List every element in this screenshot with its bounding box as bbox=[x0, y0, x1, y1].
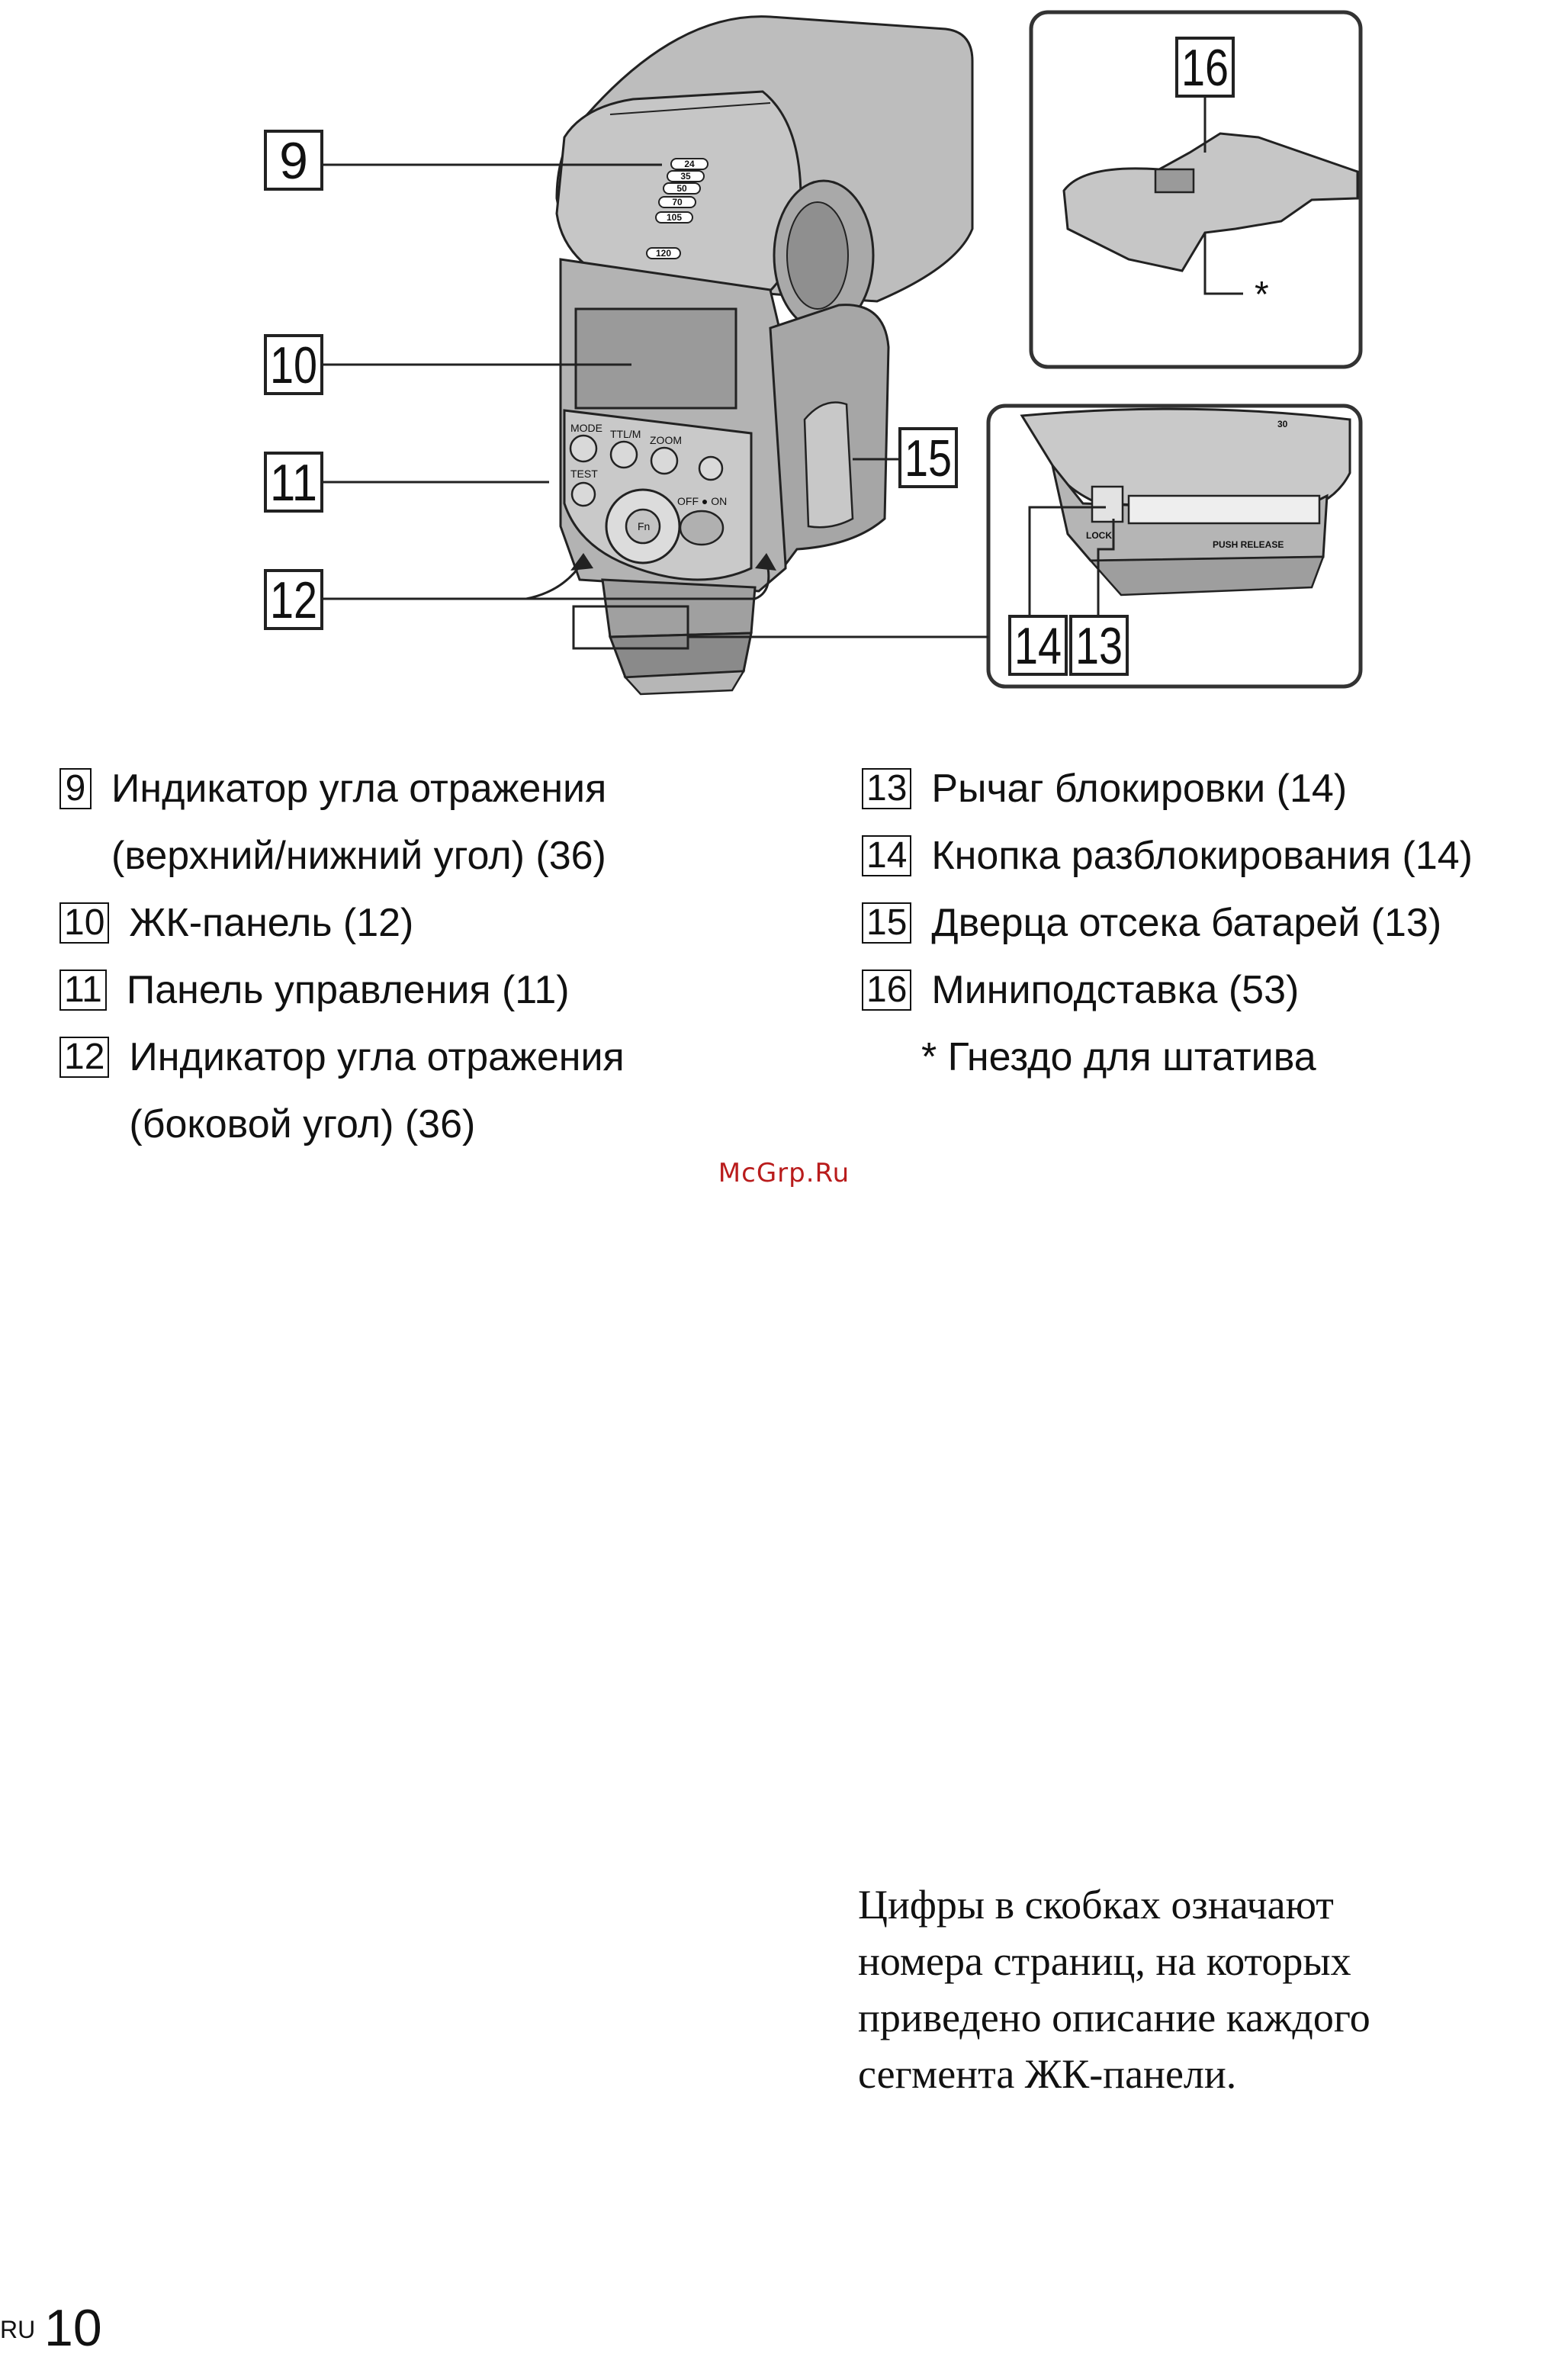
svg-text:105: 105 bbox=[667, 212, 682, 223]
footnote: Цифры в скобках означают номера страниц,… bbox=[858, 1882, 1370, 2097]
item-text: Панель управления (11) bbox=[126, 968, 570, 1012]
zoom-scale: 24 35 50 70 105 120 bbox=[646, 158, 708, 259]
item-number: 11 bbox=[59, 969, 107, 1011]
callout-10: 10 bbox=[264, 334, 323, 395]
flash-unit-illustration: 24 35 50 70 105 120 MODE TTL/M ZOOM TEST… bbox=[0, 0, 1568, 702]
svg-text:14: 14 bbox=[1014, 617, 1062, 675]
item-number: 16 bbox=[862, 969, 912, 1011]
page-language-code: RU bbox=[0, 2316, 36, 2343]
svg-text:10: 10 bbox=[270, 336, 317, 394]
svg-text:TEST: TEST bbox=[570, 468, 598, 480]
item-text: ЖК-панель (12) bbox=[129, 901, 414, 945]
watermark: McGrp.Ru bbox=[718, 1158, 850, 1188]
svg-text:ZOOM: ZOOM bbox=[650, 434, 682, 446]
svg-text:35: 35 bbox=[680, 171, 691, 182]
svg-text:Fn: Fn bbox=[638, 520, 650, 532]
legend-item-10: 10 ЖК-панель (12) bbox=[59, 889, 792, 957]
legend-item-16: 16 Миниподставка (53) bbox=[862, 957, 1563, 1024]
svg-text:15: 15 bbox=[904, 429, 952, 487]
legend-item-14: 14 Кнопка разблокирования (14) bbox=[862, 822, 1563, 889]
item-number: 12 bbox=[59, 1037, 110, 1078]
svg-text:12: 12 bbox=[270, 571, 317, 629]
svg-text:30: 30 bbox=[1277, 419, 1288, 429]
callout-15: 15 bbox=[898, 427, 958, 488]
callout-14: 14 bbox=[1008, 615, 1068, 676]
callout-13: 13 bbox=[1069, 615, 1129, 676]
legend-item-9: 9 Индикатор угла отражения (верхний/нижн… bbox=[59, 755, 792, 889]
callout-11: 11 bbox=[264, 452, 323, 513]
tripod-note: * Гнездо для штатива bbox=[921, 1035, 1316, 1079]
svg-text:16: 16 bbox=[1181, 39, 1229, 97]
callout-9: 9 bbox=[264, 130, 323, 191]
svg-text:13: 13 bbox=[1075, 617, 1123, 675]
item-number: 14 bbox=[862, 835, 912, 876]
control-panel-labels: MODE TTL/M ZOOM TEST Fn OFF ● ON bbox=[570, 422, 727, 532]
item-text: Индикатор угла отражения (верхний/нижний… bbox=[111, 767, 607, 878]
svg-text:MODE: MODE bbox=[570, 422, 602, 434]
svg-text:24: 24 bbox=[684, 159, 695, 169]
svg-text:PUSH RELEASE: PUSH RELEASE bbox=[1213, 539, 1284, 550]
item-number: 15 bbox=[862, 902, 912, 944]
svg-text:50: 50 bbox=[676, 183, 687, 194]
lock-labels: 30 LOCK PUSH RELEASE bbox=[1086, 419, 1288, 550]
legend-right: 13 Рычаг блокировки (14) 14 Кнопка разбл… bbox=[862, 755, 1563, 1091]
page-number: 10 bbox=[44, 2299, 102, 2357]
svg-text:70: 70 bbox=[672, 197, 683, 207]
item-number: 9 bbox=[59, 768, 92, 809]
item-number: 13 bbox=[862, 768, 912, 809]
legend-item-11: 11 Панель управления (11) bbox=[59, 957, 792, 1024]
svg-text:9: 9 bbox=[279, 132, 308, 190]
callout-12: 12 bbox=[264, 569, 323, 630]
item-number: 10 bbox=[59, 902, 110, 944]
svg-text:OFF ● ON: OFF ● ON bbox=[677, 495, 727, 507]
callout-16: 16 bbox=[1175, 37, 1235, 98]
svg-text:TTL/M: TTL/M bbox=[610, 428, 641, 440]
item-text: Индикатор угла отражения (боковой угол) … bbox=[129, 1035, 625, 1146]
legend-item-12: 12 Индикатор угла отражения (боковой уго… bbox=[59, 1024, 792, 1158]
svg-text:120: 120 bbox=[656, 248, 671, 259]
tripod-star: * bbox=[1255, 275, 1269, 315]
legend-left: 9 Индикатор угла отражения (верхний/нижн… bbox=[59, 755, 792, 1158]
legend-item-13: 13 Рычаг блокировки (14) bbox=[862, 755, 1563, 822]
svg-text:11: 11 bbox=[270, 454, 317, 512]
svg-text:LOCK: LOCK bbox=[1086, 530, 1112, 541]
legend-item-15: 15 Дверца отсека батарей (13) bbox=[862, 889, 1563, 957]
